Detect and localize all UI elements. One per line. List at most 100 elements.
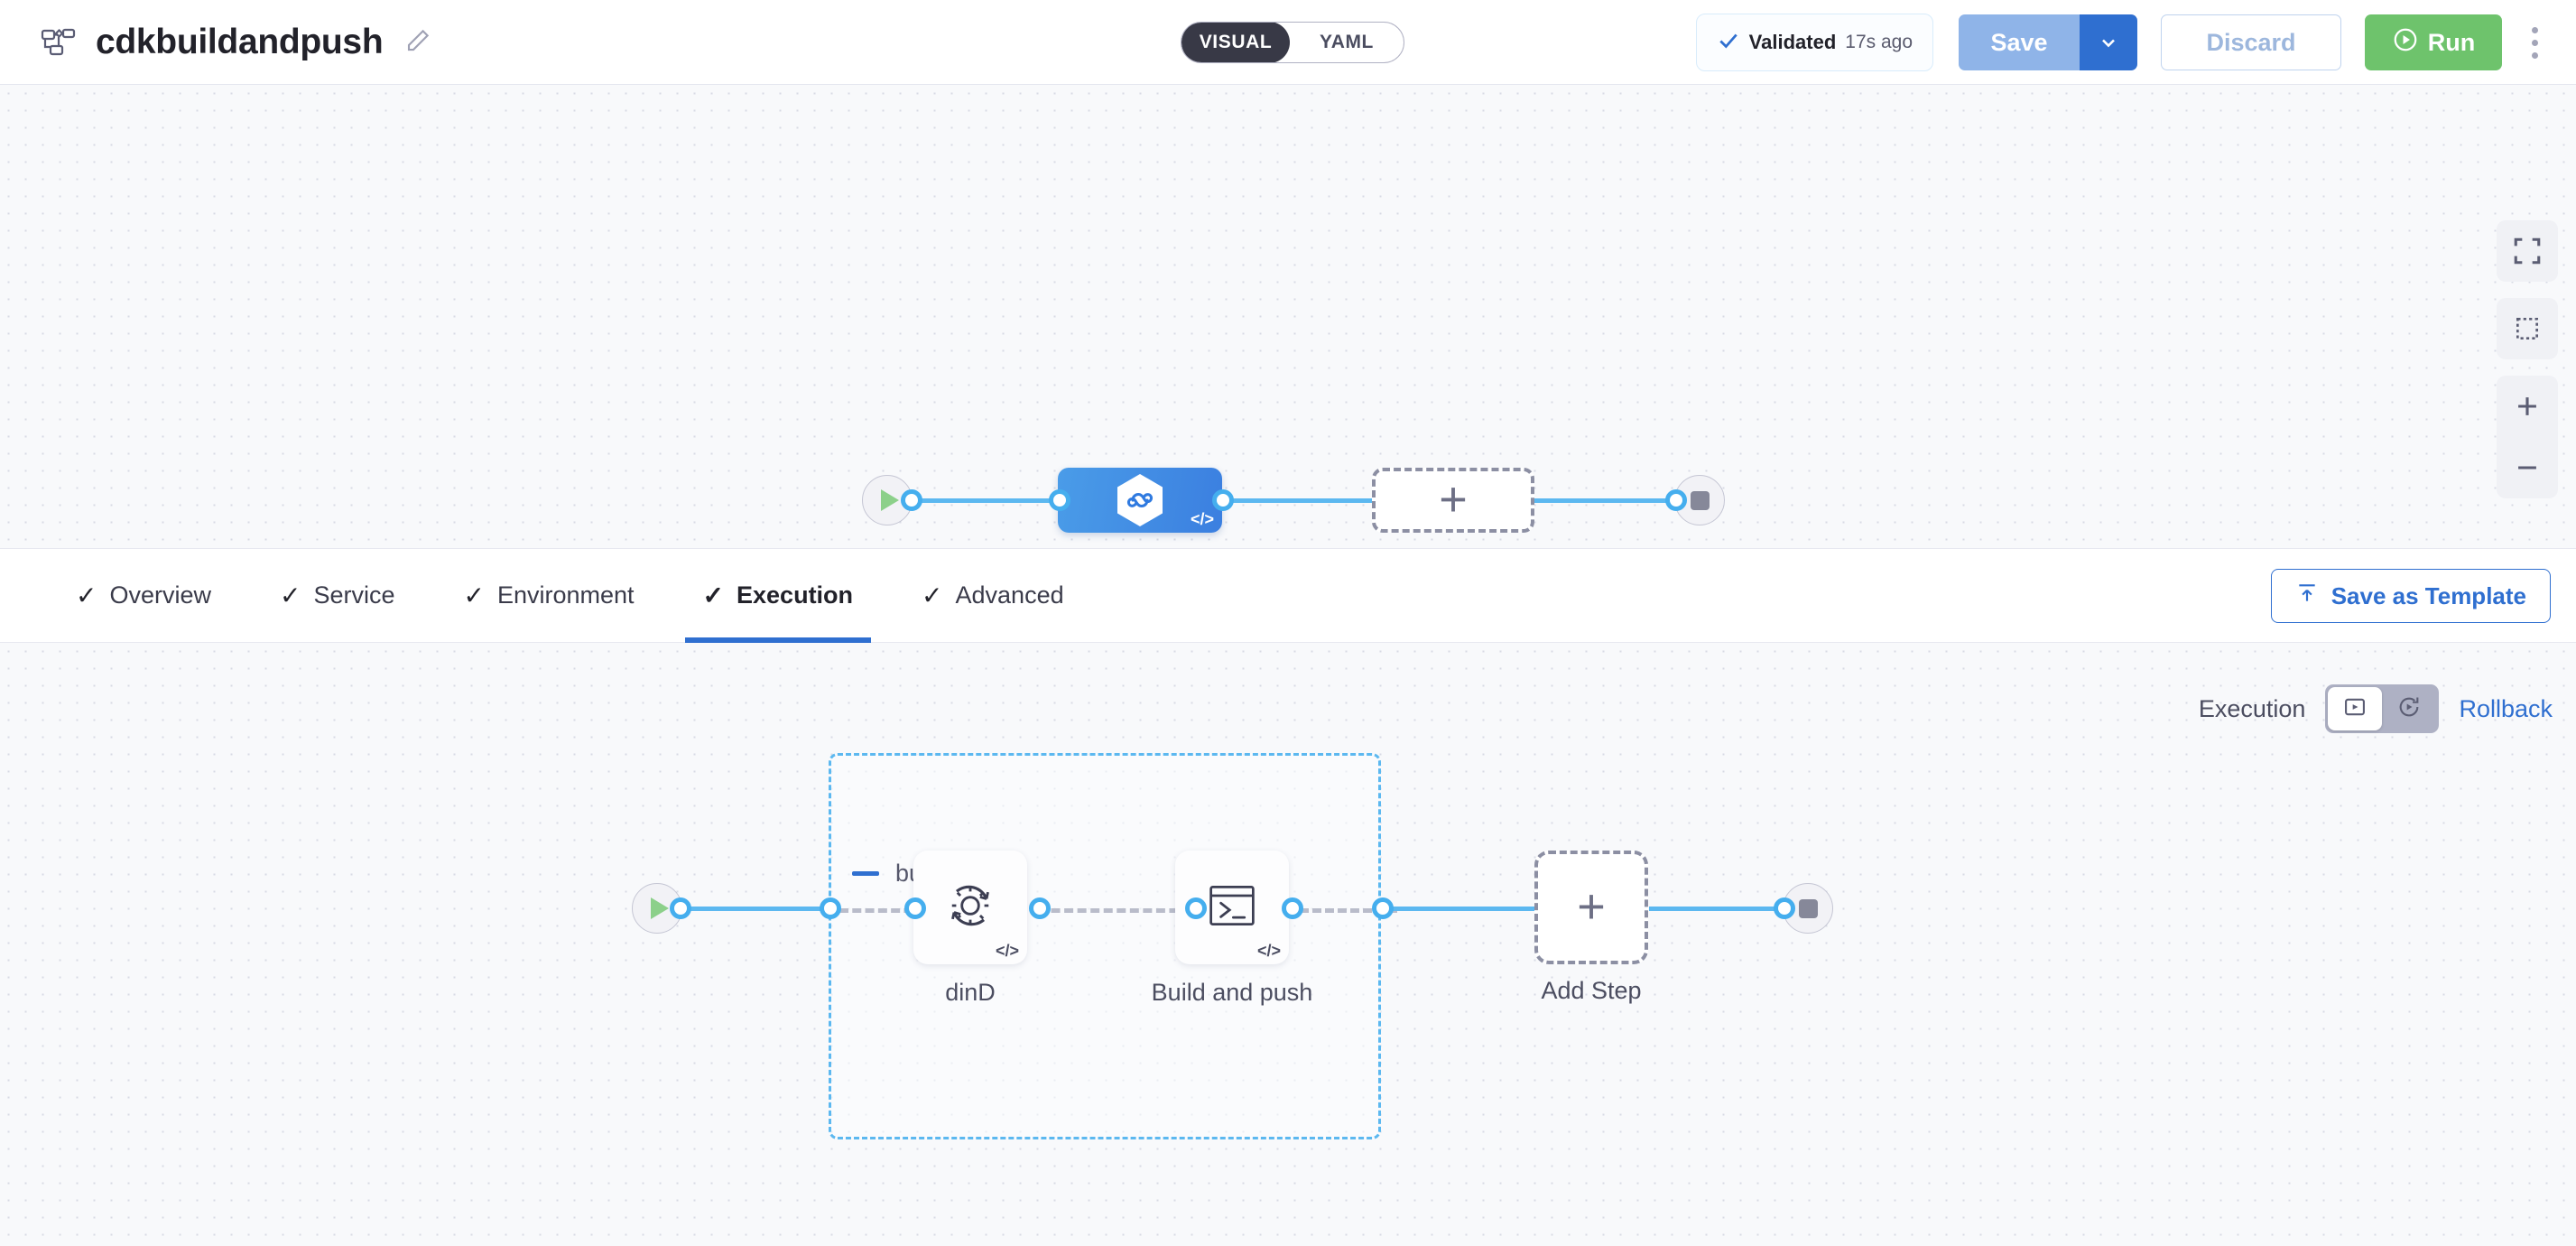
add-step-button[interactable]: + <box>1534 851 1648 964</box>
marquee-select-button[interactable] <box>2497 298 2558 359</box>
execution-rollback-toggle[interactable] <box>2325 684 2440 733</box>
chevron-down-icon[interactable] <box>2080 14 2137 70</box>
tab-yaml[interactable]: YAML <box>1320 32 1374 52</box>
zoom-out-button[interactable] <box>2497 437 2558 498</box>
status-badge: Validated 17s ago <box>1695 14 1933 71</box>
tab-service[interactable]: ✓ Service <box>246 548 430 643</box>
code-badge-icon: </> <box>995 942 1019 960</box>
mode-toggle[interactable]: VISUAL YAML <box>1181 22 1404 63</box>
edge-group-to-addstep <box>1388 907 1543 911</box>
check-icon: ✓ <box>76 581 97 609</box>
tab-advanced[interactable]: ✓ Advanced <box>887 548 1098 643</box>
execution-toggle-option[interactable] <box>2328 687 2383 730</box>
tab-label: Execution <box>737 581 854 609</box>
check-icon: ✓ <box>702 581 725 609</box>
edge-start-to-group <box>675 907 830 911</box>
tab-environment[interactable]: ✓ Environment <box>430 548 669 643</box>
edge-dind-to-buildpush <box>1038 908 1191 913</box>
plus-icon: + <box>1577 879 1606 934</box>
tab-label: Environment <box>496 581 635 609</box>
minus-icon[interactable] <box>852 871 879 876</box>
stage-node-ckd[interactable]: </> <box>1058 468 1222 533</box>
validated-time: 17s ago <box>1845 32 1913 52</box>
dind-input-port[interactable] <box>904 897 926 919</box>
group-input-port[interactable] <box>820 897 841 919</box>
start-output-port[interactable] <box>901 489 922 511</box>
save-as-template-button[interactable]: Save as Template <box>2270 569 2551 623</box>
tab-list: ✓ Overview ✓ Service ✓ Environment ✓ Exe… <box>0 548 1098 643</box>
play-circle-icon <box>2392 26 2419 60</box>
buildpush-input-port[interactable] <box>1185 897 1207 919</box>
group-output-port[interactable] <box>1372 897 1394 919</box>
execution-start-node[interactable] <box>632 883 682 934</box>
edge-buildpush-to-groupend <box>1300 908 1397 913</box>
dind-output-port[interactable] <box>1029 897 1051 919</box>
edge-group-to-dind <box>839 908 939 913</box>
step-label-build-and-push: Build and push <box>1151 979 1313 1006</box>
header-left: cdkbuildandpush <box>0 22 435 63</box>
add-step-label: Add Step <box>1541 977 1642 1004</box>
hexagon-infinity-icon <box>1114 472 1166 528</box>
tab-visual[interactable]: VISUAL <box>1181 23 1290 62</box>
check-icon <box>1717 29 1740 57</box>
step-label-dind: dinD <box>945 979 996 1006</box>
execution-label: Execution <box>2198 694 2306 722</box>
tab-label: Service <box>313 581 395 609</box>
run-button[interactable]: Run <box>2365 14 2502 70</box>
step-group-build[interactable] <box>829 753 1381 1139</box>
execution-canvas[interactable]: Execution <box>0 643 2576 1246</box>
execution-start-port[interactable] <box>670 897 691 919</box>
check-icon: ✓ <box>280 581 301 609</box>
canvas-controls <box>2497 220 2558 498</box>
tab-overview[interactable]: ✓ Overview <box>42 548 246 643</box>
execution-rollback-row: Execution <box>2199 684 2553 733</box>
rollback-label[interactable]: Rollback <box>2459 694 2553 722</box>
zoom-in-button[interactable] <box>2497 376 2558 437</box>
check-icon: ✓ <box>922 581 943 609</box>
zoom-controls <box>2497 376 2558 498</box>
play-icon <box>650 897 669 919</box>
play-box-icon <box>2342 694 2368 724</box>
save-as-template-label: Save as Template <box>2330 581 2526 609</box>
end-input-port[interactable] <box>1665 489 1687 511</box>
more-vertical-icon[interactable] <box>2515 14 2554 70</box>
page-title: cdkbuildandpush <box>96 22 384 61</box>
add-stage-button[interactable]: + <box>1372 468 1534 533</box>
ckd-input-port[interactable] <box>1049 489 1070 511</box>
edge-addstep-to-end <box>1649 907 1802 911</box>
tab-label: Advanced <box>955 581 1064 609</box>
edge-start-to-ckd <box>912 498 1083 503</box>
buildpush-output-port[interactable] <box>1282 897 1303 919</box>
save-button[interactable]: Save <box>1959 14 2080 70</box>
execution-end-port[interactable] <box>1774 897 1795 919</box>
check-icon: ✓ <box>463 581 485 609</box>
app-header: cdkbuildandpush VISUAL YAML Validated 17… <box>0 0 2576 85</box>
stage-canvas[interactable]: </> ckd + Add Stage <box>0 85 2576 585</box>
run-label: Run <box>2427 28 2476 56</box>
stop-icon <box>1690 490 1710 510</box>
pipeline-icon <box>38 22 79 63</box>
code-badge-icon: </> <box>1190 510 1214 528</box>
save-button-group[interactable]: Save <box>1959 14 2137 70</box>
play-icon <box>880 489 899 511</box>
edge-addstage-to-end <box>1534 498 1706 503</box>
code-badge-icon: </> <box>1256 942 1281 960</box>
header-actions: Validated 17s ago Save Discard <box>1695 0 2554 85</box>
rollback-toggle-option[interactable] <box>2382 687 2436 730</box>
validated-label: Validated <box>1748 31 1837 53</box>
step-node-dind[interactable]: </> <box>913 851 1027 964</box>
ckd-output-port[interactable] <box>1212 489 1234 511</box>
discard-button[interactable]: Discard <box>2161 14 2341 70</box>
rollback-icon <box>2396 694 2422 724</box>
fit-to-screen-button[interactable] <box>2497 220 2558 282</box>
tab-execution[interactable]: ✓ Execution <box>669 548 888 643</box>
pencil-icon[interactable] <box>404 27 435 58</box>
terminal-icon <box>1202 876 1262 940</box>
tab-label: Overview <box>109 581 211 609</box>
stop-icon <box>1798 898 1818 918</box>
upload-template-icon <box>2295 581 2319 611</box>
plus-icon: + <box>1439 472 1468 527</box>
edge-ckd-to-addstage <box>1214 498 1385 503</box>
section-tabs: ✓ Overview ✓ Service ✓ Environment ✓ Exe… <box>0 548 2576 643</box>
